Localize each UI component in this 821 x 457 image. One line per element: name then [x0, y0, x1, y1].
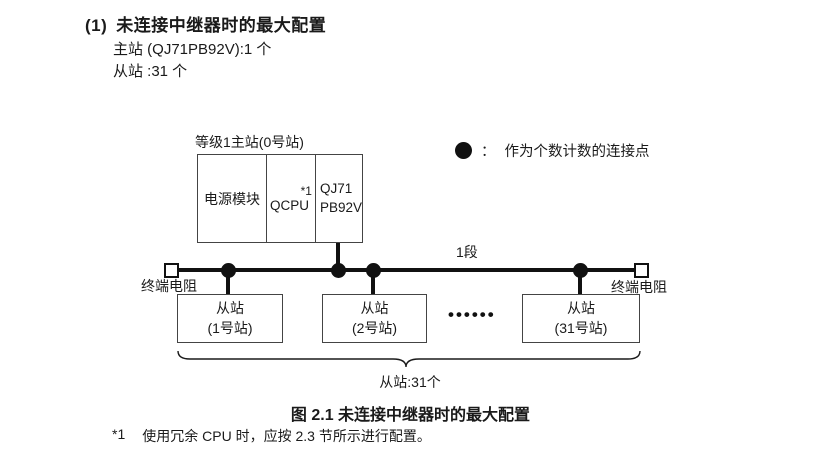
master-station-label: 等级1主站(0号站) — [195, 134, 304, 150]
master-count-line: 主站 (QJ71PB92V):1 个 — [113, 41, 272, 58]
slave-name: 从站 — [216, 299, 244, 316]
slave-station-31-box: 从站 (31号站) — [522, 294, 640, 343]
segment-label: 1段 — [456, 244, 478, 260]
section-number: (1) — [85, 16, 108, 35]
connection-point-dot — [366, 263, 381, 278]
legend: ： 作为个数计数的连接点 — [455, 140, 650, 161]
terminator-square-left — [164, 263, 179, 278]
slave-station-2-box: 从站 (2号站) — [322, 294, 427, 343]
slave-count-line: 从站 :31 个 — [113, 63, 188, 80]
slave1-drop-line — [226, 270, 230, 294]
slave-station-number: (1号站) — [207, 319, 253, 336]
master-station-box: 电源模块 *1 QCPU QJ71 PB92V — [197, 154, 363, 243]
power-module-cell: 电源模块 — [198, 155, 266, 242]
brace-shape — [177, 350, 641, 368]
qj71pb92v-cell: QJ71 PB92V — [314, 155, 362, 242]
connection-point-dot — [573, 263, 588, 278]
footnote: *1 使用冗余 CPU 时，应按 2.3 节所示进行配置。 — [112, 426, 431, 446]
slave31-drop-line — [578, 270, 582, 294]
legend-separator: ： — [481, 144, 496, 160]
master-drop-line — [336, 243, 340, 270]
qcpu-label: QCPU — [269, 197, 309, 213]
slave-station-number: (2号站) — [351, 319, 398, 336]
page-title: (1) 未连接中继器时的最大配置 — [85, 11, 326, 36]
footnote-text: 使用冗余 CPU 时，应按 2.3 节所示进行配置。 — [142, 428, 431, 444]
connection-point-icon — [455, 142, 472, 159]
slave-name: 从站 — [567, 299, 595, 316]
legend-text: 作为个数计数的连接点 — [504, 144, 650, 160]
qcpu-cell: *1 QCPU — [265, 155, 315, 242]
power-module-label: 电源模块 — [203, 190, 260, 207]
terminator-label-right: 终端电阻 — [611, 279, 667, 295]
slave2-drop-line — [371, 270, 375, 294]
section-title-text: 未连接中继器时的最大配置 — [116, 16, 327, 35]
connection-point-dot — [331, 263, 346, 278]
ellipsis-dots: •••••• — [448, 305, 496, 324]
slave-name: 从站 — [360, 299, 389, 316]
footnote-marker: *1 — [112, 426, 126, 442]
terminator-square-right — [634, 263, 649, 278]
qcpu-footnote-marker: *1 — [300, 183, 312, 198]
connection-point-dot — [221, 263, 236, 278]
slave-station-1-box: 从站 (1号站) — [177, 294, 283, 343]
terminator-label-left: 终端电阻 — [141, 278, 197, 294]
slave-total-label: 从站:31个 — [379, 374, 441, 390]
figure-caption: 图 2.1 未连接中继器时的最大配置 — [290, 407, 531, 424]
bus-line — [172, 268, 639, 272]
slave-station-number: (31号站) — [554, 319, 608, 336]
